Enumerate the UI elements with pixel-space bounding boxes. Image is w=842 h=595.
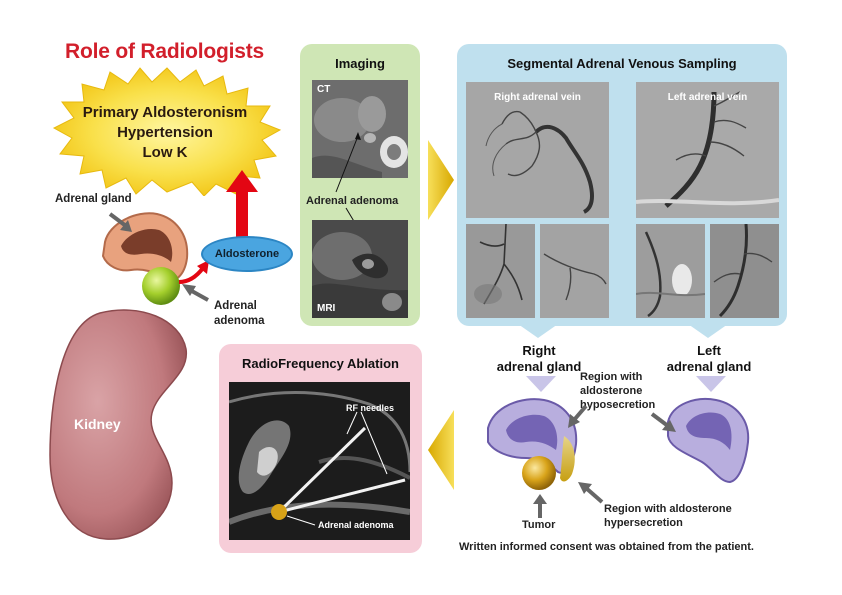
avs-title: Segmental Adrenal Venous Sampling	[507, 56, 737, 71]
symptom-primary-aldosteronism: Primary Aldosteronism	[82, 104, 248, 121]
pointer-arrow-adenoma	[182, 284, 209, 302]
pointer-arrow-hypersecretion	[578, 482, 604, 504]
avs-pointer-left	[688, 324, 728, 338]
hypersecretion-label-line1: Region with aldosterone	[604, 503, 732, 515]
hypersecretion-label-line2: hypersecretion	[604, 517, 683, 529]
left-adrenal-illustration	[667, 398, 750, 484]
adenoma-ball-icon	[142, 267, 180, 305]
label-kidney: Kidney	[74, 416, 121, 432]
symptom-hypertension: Hypertension	[117, 124, 213, 141]
right-vein-main-image	[466, 82, 609, 218]
left-vein-image-b	[710, 224, 779, 318]
left-gland-label-line1: Left	[697, 343, 721, 358]
gold-arrow-right	[428, 140, 454, 220]
right-gland-label: Right adrenal gland	[484, 343, 594, 375]
hypersecretion-label: Region with aldosterone hypersecretion	[604, 502, 732, 530]
left-gland-label: Left adrenal gland	[654, 343, 764, 375]
pointer-arrow-hyposecretion	[568, 404, 588, 428]
label-adrenal-adenoma: Adrenal adenoma	[214, 299, 265, 329]
label-adrenal-gland: Adrenal gland	[55, 193, 132, 205]
label-adrenal-adenoma-line2: adenoma	[214, 315, 265, 327]
symptom-low-k: Low K	[142, 144, 188, 161]
imaging-title: Imaging	[335, 56, 385, 71]
page-title: Role of Radiologists	[65, 40, 265, 63]
red-up-arrow	[226, 170, 258, 240]
lavender-arrow-right	[526, 376, 556, 392]
right-vein-label: Right adrenal vein	[494, 92, 581, 103]
left-gland-label-line2: adrenal gland	[666, 359, 752, 374]
pointer-arrow-tumor	[533, 494, 547, 518]
hyposecretion-label: Region with aldosterone hyposecretion	[580, 370, 655, 412]
mri-image	[312, 220, 408, 318]
gold-arrow-left	[428, 410, 454, 490]
red-curved-arrow	[178, 260, 209, 284]
imaging-adenoma-label: Adrenal adenoma	[306, 195, 399, 207]
right-gland-label-line1: Right	[522, 343, 556, 358]
rfa-title: RadioFrequency Ablation	[242, 356, 399, 371]
left-vein-label: Left adrenal vein	[667, 92, 748, 103]
right-vein-image-a	[466, 224, 535, 318]
symptom-list: Primary Aldosteronism Hypertension Low K	[65, 103, 265, 163]
consent-note: Written informed consent was obtained fr…	[459, 541, 754, 553]
aldosterone-badge: Aldosterone	[201, 236, 293, 272]
label-adrenal-adenoma-line1: Adrenal	[214, 300, 257, 312]
tumor-label: Tumor	[522, 519, 556, 531]
avs-pointer-right	[518, 324, 558, 338]
kidney-illustration	[49, 309, 187, 540]
pointer-arrow-left-gland	[650, 412, 676, 432]
symptom-burst	[52, 67, 282, 196]
ct-image	[312, 80, 408, 178]
hyposecretion-label-line3: hyposecretion	[580, 399, 656, 411]
tumor-ball-icon	[522, 456, 556, 490]
left-vein-image-a	[636, 224, 705, 318]
right-adrenal-illustration	[487, 398, 578, 482]
hyposecretion-label-line1: Region with	[580, 371, 643, 383]
rfa-ct-image	[229, 382, 410, 540]
right-vein-image-b	[540, 224, 609, 318]
rfa-adenoma-label: Adrenal adenoma	[318, 520, 394, 530]
right-gland-label-line2: adrenal gland	[496, 359, 582, 374]
left-vein-main-image	[636, 82, 779, 218]
rf-needles-label: RF needles	[346, 403, 395, 413]
lavender-arrow-left	[696, 376, 726, 392]
pointer-arrow-adrenal-gland	[108, 212, 132, 232]
mri-label: MRI	[317, 303, 336, 314]
aldosterone-label: Aldosterone	[214, 248, 280, 260]
ct-label: CT	[317, 84, 331, 95]
hyposecretion-label-line2: aldosterone	[580, 385, 643, 397]
